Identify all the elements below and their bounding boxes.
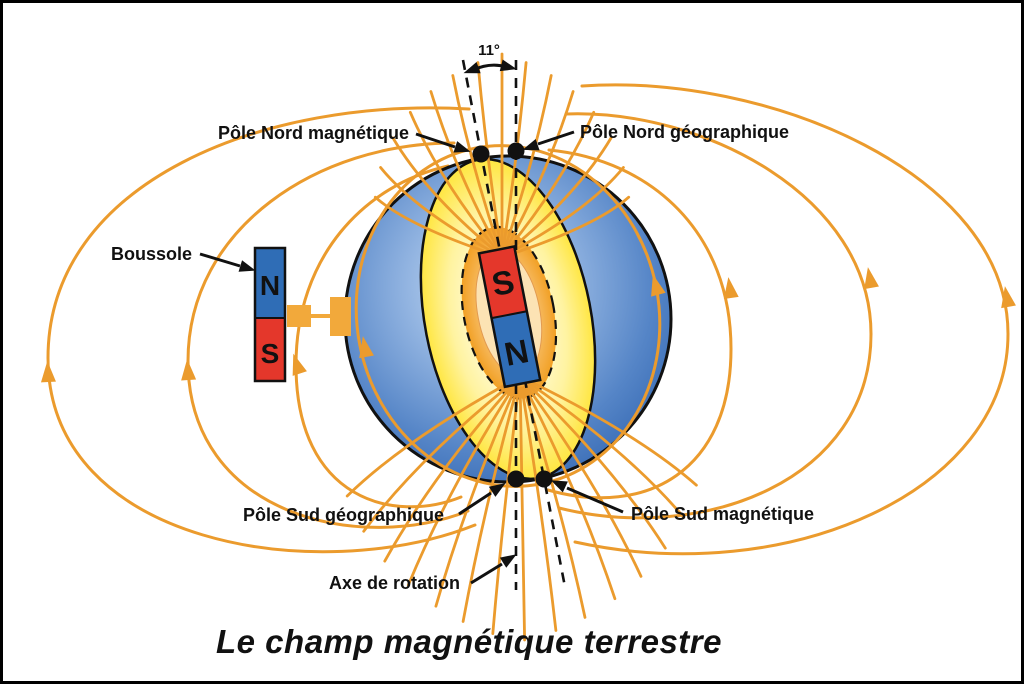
field-fan-line [507,110,596,250]
field-fan-north [373,52,631,255]
compass-link-square-large [330,297,351,336]
arrow-south-magnetic [566,486,624,514]
label-compass: Boussole [111,244,192,264]
field-fan-line [383,384,514,563]
field-arrowhead [723,277,739,299]
axis-angle-annotation: 11° [463,42,517,74]
north-magnetic-pole-dot [472,145,490,163]
field-fan-line [504,74,553,248]
compass-outline [253,246,287,383]
earth-magnetic-field-diagram: S N 11° Pôle Nord magnétique Pôle Nord g… [40,42,1016,660]
annotations: Pôle Nord magnétique Pôle Nord géographi… [111,122,814,593]
compass-south-letter: S [261,338,280,369]
field-fan-line [434,385,517,608]
core-bar-magnet: S N [477,245,542,389]
field-arrowhead [864,267,879,290]
field-arrowhead [359,336,374,359]
field-loop-left-outer [46,106,477,554]
arrowhead-south-geographic [488,483,506,497]
field-fan-line [451,74,500,248]
field-fan-line [408,110,497,250]
pole-dots [472,142,553,488]
arrow-compass [199,252,241,268]
arrowhead-north-geographic [522,139,540,151]
field-fan-line [509,136,613,251]
label-north-geographic: Pôle Nord géographique [580,122,789,142]
outer-field-loops [46,83,1010,556]
field-fan-line [345,381,511,498]
field-arrowhead [651,274,666,297]
field-fan-line [511,166,625,253]
field-fan-south [345,380,698,642]
magnet-south-half [478,246,527,319]
arrow-north-geographic [537,130,575,146]
field-arrowhead [1001,286,1016,309]
north-geographic-pole-dot [507,142,525,160]
arrowhead-rotation-axis [499,554,517,568]
label-rotation-axis: Axe de rotation [329,573,460,593]
arrowhead-north-magnetic [453,141,471,153]
field-fan-line [523,385,617,601]
magnet-outline [477,245,542,389]
angle-arrowhead-right [499,59,517,72]
field-fan-line [461,386,519,623]
label-north-magnetic: Pôle Nord magnétique [218,123,409,143]
field-fan-line [518,386,526,642]
arrow-rotation-axis [470,562,503,585]
field-loop-right-inner [546,148,733,500]
compass-south-half [255,318,285,381]
field-fan-line [520,386,558,632]
angle-value: 11° [478,42,500,59]
field-fan-line [527,383,667,550]
label-south-magnetic: Pôle Sud magnétique [631,504,814,524]
field-loop-right-outer [573,83,1010,556]
field-fan-line [512,195,631,255]
field-arrowhead [40,361,56,383]
magnet-north-half [491,311,541,387]
field-arrowhead [292,353,307,376]
field-fan-line [529,380,698,487]
arrow-south-geographic [458,491,492,516]
south-geographic-pole-dot [507,470,525,488]
field-fan-line [528,382,686,519]
field-fan-line [362,382,513,533]
compass-north-half [255,248,285,318]
field-direction-arrows [40,267,1016,383]
field-loop-right-middle [557,112,873,520]
diagram-title: Le champ magnétique terrestre [216,623,722,660]
south-magnetic-pole-dot [535,470,553,488]
field-fan-line [525,384,643,578]
label-south-geographic: Pôle Sud géographique [243,505,444,525]
compass-north-letter: N [260,270,280,301]
field-fan-line [391,136,495,251]
arrowhead-compass [238,260,256,272]
field-fan-line [406,385,516,587]
field-arrowhead [181,359,197,381]
arrow-north-magnetic [415,132,456,149]
field-fan-line [379,166,493,253]
field-fan-line [373,195,492,255]
compass-assembly: N S [253,246,351,383]
field-fan-line [429,90,499,249]
angle-arrowhead-left [463,61,481,74]
arrowhead-south-magnetic [550,480,568,493]
magnet-divider [491,310,528,320]
compass-link-square-small [287,305,311,327]
